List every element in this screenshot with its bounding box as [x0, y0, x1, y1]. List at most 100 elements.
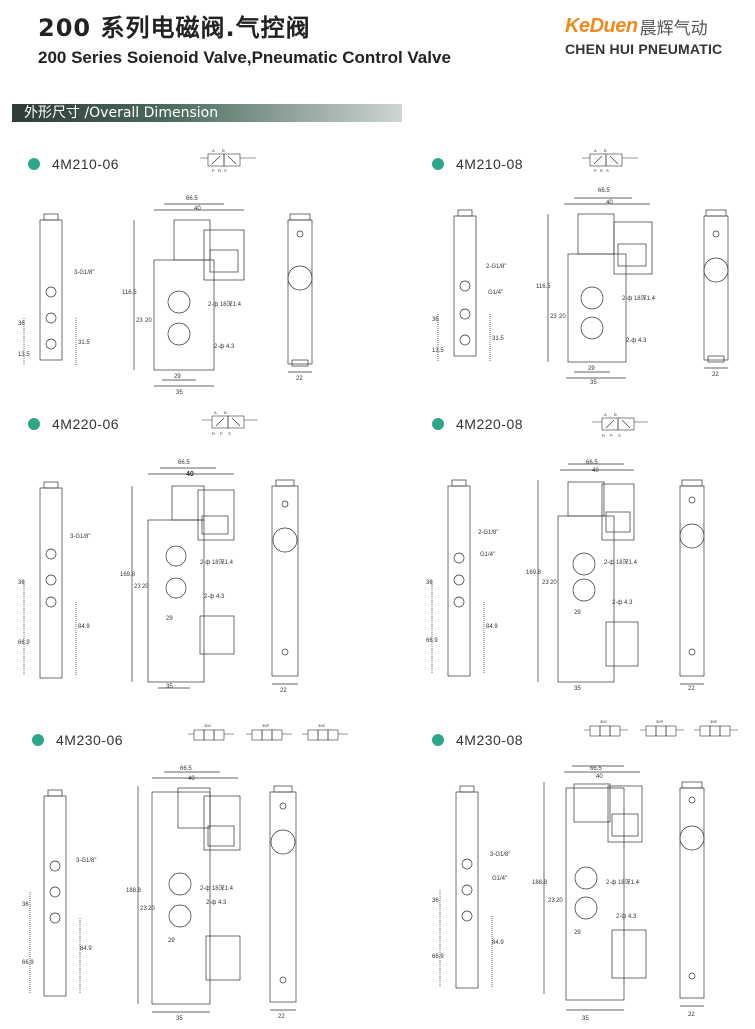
dim-a: 23 [542, 580, 549, 586]
bullet-dot-icon [432, 418, 444, 430]
bullet-dot-icon [28, 418, 40, 430]
dim-width: 66.5 [186, 196, 198, 202]
hole-label-1: 2-ф 18深1.4 [208, 300, 242, 308]
valve-symbol-group: 30C 30P 30E [188, 723, 348, 741]
brand-logo: KeDuen 晨辉气动 CHEN HUI PNEUMATIC [565, 14, 735, 64]
valve-symbol: A B R P S [202, 410, 258, 436]
port-label: 2-G1/8" [478, 530, 498, 536]
dimension-drawing-4m230-06: 3-G1/8" 36 66.9 84.9 66.5 40 188.8 23 20… [22, 766, 297, 1022]
model-label-4m210-08: 4M210-08 [432, 156, 523, 172]
symbol-label-a: A [604, 412, 607, 417]
dim-base1: 29 [166, 616, 173, 622]
dim-b: 20 [559, 314, 566, 320]
bullet-dot-icon [432, 158, 444, 170]
symbol-label-b: B [614, 412, 617, 417]
port-label-2: G1/4" [492, 876, 507, 882]
symbol-label-a: A [594, 148, 597, 153]
symbol-label-r: R [212, 431, 215, 436]
dim-e: 31.5 [492, 336, 504, 342]
symbol-label-30c: 30C [600, 719, 607, 724]
dimension-drawing-4m230-08: 3-G1/8" G1/4" 36 66.9 84.9 66.5 40 188.8… [432, 765, 705, 1022]
symbol-label-30p: 30P [656, 719, 663, 724]
dim-c: 36 [426, 580, 433, 586]
dim-a: 23 [140, 906, 147, 912]
dim-c: 36 [432, 317, 439, 323]
dim-base2: 35 [582, 1016, 589, 1022]
symbol-label-b: B [224, 410, 227, 415]
dim-e: 84.9 [80, 946, 92, 952]
valve-symbol: A B P R S [200, 148, 256, 173]
dim-base2: 35 [176, 1016, 183, 1022]
dim-width: 66.5 [180, 766, 192, 772]
port-label-2: G1/4" [480, 552, 495, 558]
hole-label-2: 2-ф 4.3 [626, 338, 647, 344]
symbol-label-s: S [606, 168, 609, 173]
symbol-label-30p: 30P [262, 723, 269, 728]
dim-inner: 40 [186, 471, 194, 478]
valve-symbol: A B R P S [592, 412, 648, 438]
symbol-label-r: R [602, 433, 605, 438]
dimension-drawing-4m210-08: 2-G1/8" G1/4" 36 13.5 31.5 66.5 40 116.5… [432, 188, 729, 386]
dim-base2: 35 [166, 684, 173, 690]
dim-e: 31.5 [78, 340, 90, 346]
port-label: 3-G1/8" [70, 534, 90, 540]
dim-d: 66.9 [432, 954, 444, 960]
dim-side: 22 [688, 1012, 695, 1018]
model-name: 4M220-06 [52, 416, 120, 432]
dim-e: 84.9 [486, 624, 498, 630]
model-label-4m230-06: 4M230-06 [32, 732, 123, 748]
dim-a: 23 [136, 318, 143, 324]
dim-height: 169.8 [120, 572, 136, 578]
model-label-4m220-06: 4M220-06 [28, 416, 119, 432]
page-title-en: 200 Series Soienoid Valve,Pneumatic Cont… [38, 48, 451, 67]
model-name: 4M230-08 [456, 732, 524, 748]
dim-base1: 29 [574, 610, 581, 616]
dim-width: 66.5 [586, 460, 598, 466]
hole-label-2: 2-ф 4.3 [616, 914, 637, 920]
hole-label-2: 2-ф 4.3 [214, 344, 235, 350]
dim-base2: 35 [590, 380, 597, 386]
bullet-dot-icon [32, 734, 44, 746]
dim-b: 20 [145, 318, 152, 324]
model-name: 4M210-08 [456, 156, 524, 172]
section-header-bar [12, 104, 402, 122]
dim-height: 169.8 [526, 570, 542, 576]
dim-base2: 35 [176, 390, 183, 396]
hole-label-1: 2-ф 18深1.4 [200, 558, 234, 566]
port-label: 3-G1/8" [76, 858, 96, 864]
dim-d: 66.9 [22, 960, 34, 966]
dim-side: 22 [688, 686, 695, 692]
dim-base2: 35 [574, 686, 581, 692]
valve-symbol: A B P R S [582, 148, 638, 173]
symbol-label-b: B [604, 148, 607, 153]
dim-side: 22 [280, 688, 287, 694]
port-label: 2-G1/8" [486, 264, 506, 270]
symbol-label-30e: 30E [710, 719, 717, 724]
dim-inner: 40 [188, 776, 195, 782]
symbol-label-a: A [212, 148, 215, 153]
model-name: 4M220-08 [456, 416, 524, 432]
dim-a: 23 [550, 314, 557, 320]
hole-label-2: 2-ф 4.3 [612, 600, 633, 606]
hole-label-2: 2-ф 4.3 [206, 900, 227, 906]
hole-label-1: 2-ф 18深1.4 [200, 884, 234, 892]
dim-height: 116.5 [536, 284, 551, 290]
dim-inner: 40 [592, 468, 599, 474]
symbol-label-r: R [600, 168, 603, 173]
dim-d: 66.9 [18, 640, 30, 646]
dim-e: 84.9 [78, 624, 90, 630]
dim-base1: 29 [574, 930, 581, 936]
page-title-cn: 200 系列电磁阀.气控阀 [38, 14, 311, 42]
symbol-label-p: P [610, 433, 613, 438]
dim-e: 84.9 [492, 940, 504, 946]
dim-d: 66.9 [426, 638, 438, 644]
section-title: 外形尺寸 /Overall Dimension [24, 105, 219, 121]
dim-width: 66.5 [590, 766, 602, 772]
dim-width: 66.5 [178, 460, 190, 466]
model-name: 4M230-06 [56, 732, 124, 748]
dim-inner: 40 [606, 200, 613, 206]
hole-label-1: 2-ф 18深1.4 [604, 558, 638, 566]
dim-height: 188.8 [126, 888, 142, 894]
symbol-label-a: A [214, 410, 217, 415]
symbol-label-s: S [228, 431, 231, 436]
